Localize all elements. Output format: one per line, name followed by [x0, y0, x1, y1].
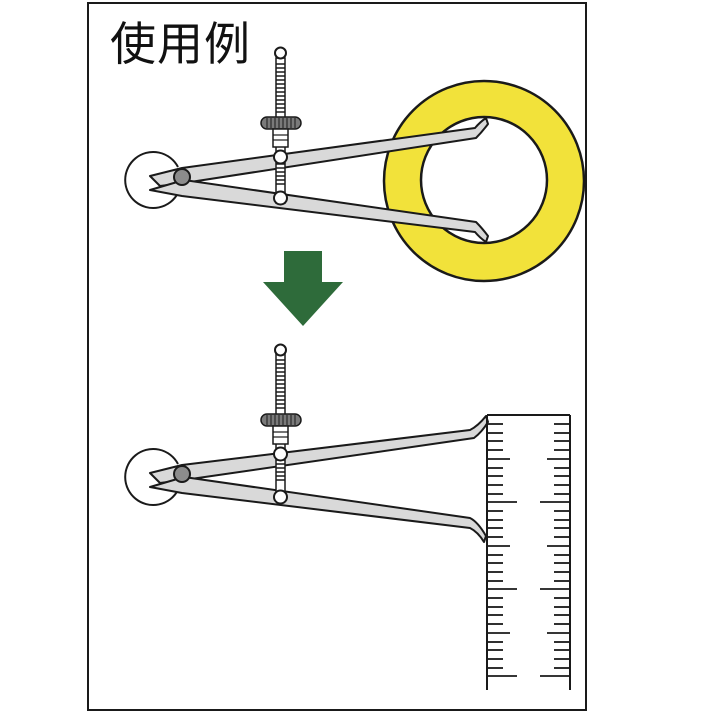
caliper-top — [124, 46, 489, 243]
yellow-ring — [382, 79, 586, 283]
down-arrow-icon — [263, 251, 343, 326]
caliper-bottom — [124, 343, 489, 543]
figure-title: 使用例 — [110, 17, 251, 71]
ruler-scale — [486, 414, 571, 690]
